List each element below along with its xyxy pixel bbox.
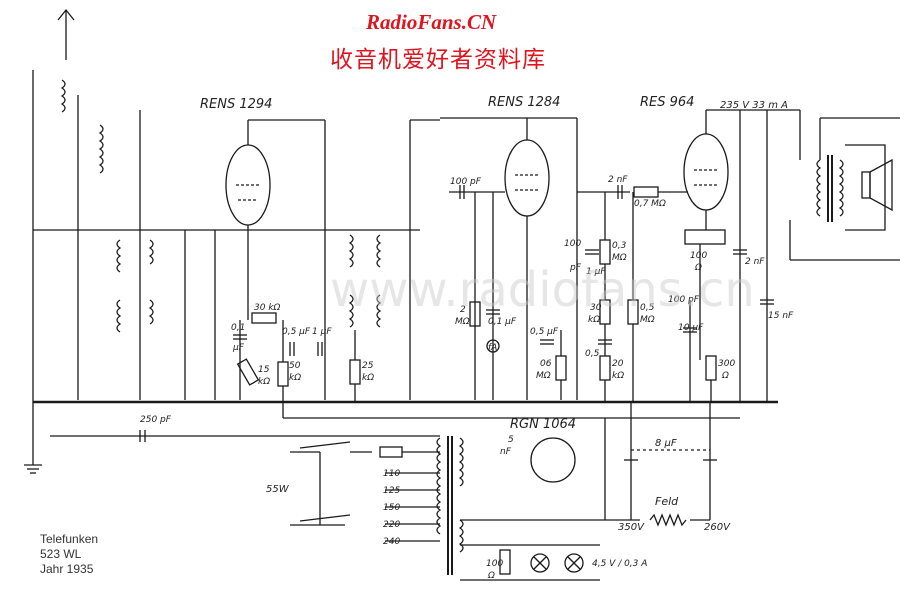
label-ohm: Ω [487,571,495,581]
label-r100: 100 [690,251,707,261]
label-ohm: Ω [694,263,702,273]
label-fa: fA [488,343,497,353]
tube-label-rens1294: RENS 1294 [200,97,272,112]
label-c1a: 1 μF [312,327,332,337]
label-r25k: 25 [362,361,374,371]
label-r30k: 30 kΩ [254,303,281,313]
label-mo: MΩ [640,315,655,325]
label-r2m: 2 [460,305,466,315]
label-pf: pF [569,263,582,273]
label-uf: μF [232,343,245,353]
label-c05b: 0,5 μF [530,327,559,337]
label-power: 55W [266,484,290,495]
label-c250: 250 pF [140,415,172,425]
label-c15n: 15 nF [768,311,794,321]
tap-label: 220 [383,520,400,530]
watermark-site: RadioFans.CN [366,10,497,34]
label-c1b: 1 μF [586,267,606,277]
label-r20k: 20 [612,359,624,369]
label-r05m: 0,5 [640,303,655,313]
info-maker: Telefunken [40,532,99,546]
label-r300: 300 [718,359,735,369]
label-c100p3: 100 pF [668,295,700,305]
label-r30b: 30 [590,303,602,313]
label-c05a: 0,5 μF [282,327,311,337]
label-feld: Feld [655,495,679,508]
label-mo: MΩ [536,371,551,381]
label-350v: 350V [618,522,645,533]
label-r06m: 06 [540,359,552,369]
tube-label-res964: RES 964 [640,95,694,110]
label-c100p: 100 pF [450,177,482,187]
info-year: Jahr 1935 [40,562,94,576]
watermark-cn: 收音机爱好者资料库 [330,47,546,73]
label-c2n2: 2 nF [745,257,765,267]
label-r50k: 50 [289,361,301,371]
label-r100b: 100 [486,559,503,569]
label-c01: 0,1 [231,323,245,333]
info-model: 523 WL [40,547,82,561]
label-ko: kΩ [362,373,374,383]
label-c100p2: 100 [564,239,581,249]
label-lamp: 4,5 V / 0,3 A [592,559,647,569]
label-ko: kΩ [289,373,301,383]
tap-label: 240 [383,537,400,547]
label-c05c: 0,5 [585,349,600,359]
info-block: Telefunken 523 WL Jahr 1935 [40,532,98,577]
watermark-faint: www.radiofans.cn [330,262,755,318]
tube-label-rgn1064: RGN 1064 [510,417,576,432]
label-c2n: 2 nF [608,175,628,185]
label-r15k: 15 [258,365,270,375]
label-260v: 260V [704,522,731,533]
tap-label: 150 [383,503,400,513]
label-hv: 235 V 33 m A [720,100,788,111]
label-nf: nF [500,447,512,457]
label-ko: kΩ [612,371,624,381]
label-ohm: Ω [721,371,729,381]
label-c10u: 10 μF [678,323,704,333]
label-r07m: 0,7 MΩ [634,199,666,209]
label-c8u: 8 μF [655,438,677,449]
tap-label: 125 [383,486,400,496]
label-ko: kΩ [588,315,600,325]
label-c5n: 5 [508,435,514,445]
label-ko: kΩ [258,377,270,387]
label-c01b: 0,1 μF [488,317,517,327]
tap-label: 110 [383,469,400,479]
label-mo: MΩ [455,317,470,327]
label-mo: MΩ [612,253,627,263]
label-r03m: 0,3 [612,241,627,251]
tube-label-rens1284: RENS 1284 [488,95,560,110]
